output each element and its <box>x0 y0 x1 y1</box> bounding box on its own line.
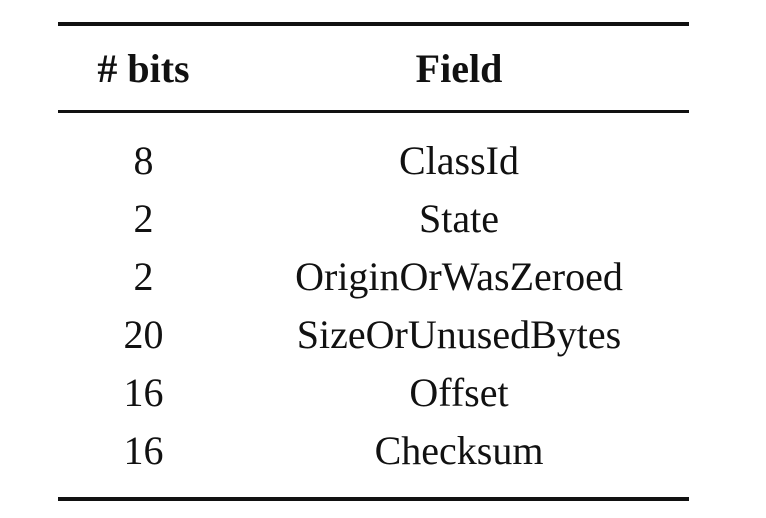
field-cell: SizeOrUnusedBytes <box>296 311 622 357</box>
field-cell: OriginOrWasZeroed <box>295 253 623 299</box>
field-cell: ClassId <box>399 137 519 183</box>
field-cell: Checksum <box>374 427 544 473</box>
bitfield-table: # bits Field 8 ClassId 2 State 2 OriginO… <box>58 22 689 501</box>
table-row: 16 Checksum <box>58 421 689 479</box>
table-header-rule <box>58 110 689 113</box>
table-row: 2 OriginOrWasZeroed <box>58 247 689 305</box>
bits-cell: 16 <box>123 369 164 415</box>
bits-cell: 16 <box>123 427 164 473</box>
header-bits: # bits <box>97 45 190 91</box>
table-row: 2 State <box>58 189 689 247</box>
table-body: 8 ClassId 2 State 2 OriginOrWasZeroed 20… <box>58 113 689 497</box>
bits-cell: 8 <box>133 137 154 183</box>
field-cell: State <box>419 195 499 241</box>
table-header-row: # bits Field <box>58 26 689 110</box>
bits-cell: 2 <box>133 195 154 241</box>
field-cell: Offset <box>409 369 509 415</box>
header-field: Field <box>415 45 503 91</box>
bits-cell: 20 <box>123 311 164 357</box>
table-bottom-rule <box>58 497 689 501</box>
table-row: 8 ClassId <box>58 131 689 189</box>
table-top-rule <box>58 22 689 26</box>
table-row: 16 Offset <box>58 363 689 421</box>
table-row: 20 SizeOrUnusedBytes <box>58 305 689 363</box>
bits-cell: 2 <box>133 253 154 299</box>
